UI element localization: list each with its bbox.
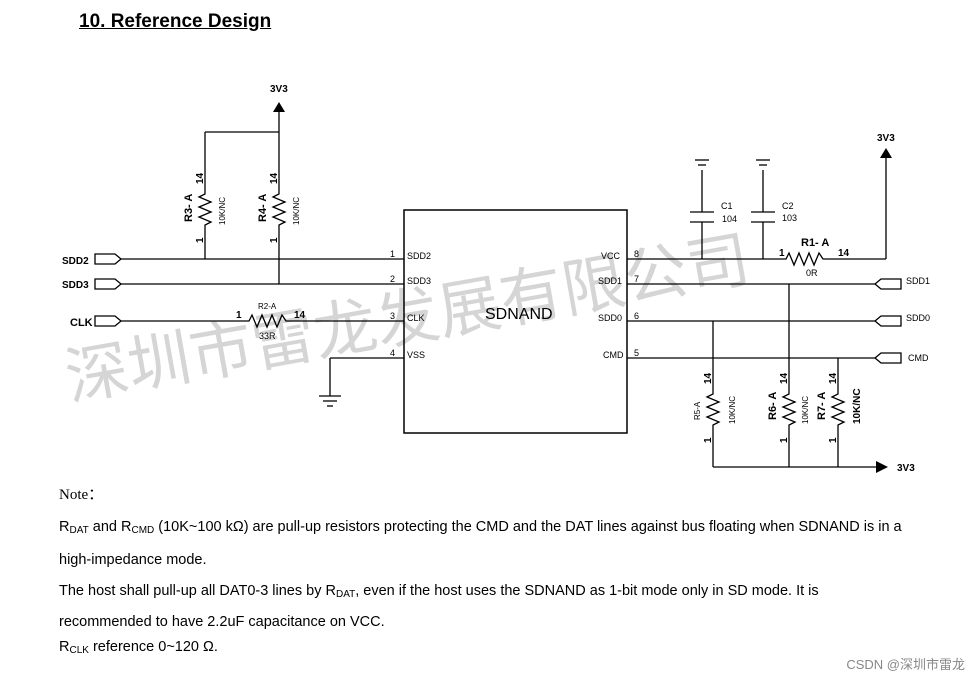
- power-label: 3V3: [270, 84, 288, 95]
- port-clk-label: CLK: [70, 317, 93, 329]
- r4-value: 10K/NC: [292, 197, 301, 225]
- port-sdd0-label: SDD0: [906, 313, 930, 323]
- r4-ref: R4- A: [257, 194, 269, 222]
- pin-name-sdd3: SDD3: [407, 276, 431, 286]
- pin-name-sdd2: SDD2: [407, 251, 431, 261]
- r2-ref: R2-A: [258, 302, 277, 311]
- note-text: R: [59, 519, 70, 535]
- r3-ref: R3- A: [183, 194, 195, 222]
- r4-pin-bottom: 1: [269, 237, 280, 243]
- r1-ref: R1- A: [801, 237, 829, 249]
- pin-num-8: 8: [634, 249, 639, 259]
- c2-ref: C2: [782, 201, 794, 211]
- note-subscript: DAT: [69, 525, 89, 536]
- r6-value: 10K/NC: [801, 396, 810, 424]
- note-text: (10K~100 kΩ) are pull-up resistors prote…: [154, 519, 902, 535]
- note-subscript: CLK: [69, 645, 89, 656]
- pin-num-6: 6: [634, 311, 639, 321]
- r7-ref: R7- A: [816, 392, 828, 420]
- port-cmd: CMD: [627, 352, 929, 364]
- power-label: 3V3: [877, 133, 895, 144]
- resistor-r4: R4- A 10K/NC 14 1: [257, 172, 301, 284]
- port-sdd3: SDD3: [62, 278, 404, 291]
- r1-pin-right: 14: [838, 248, 850, 259]
- pin-num-5: 5: [634, 348, 639, 358]
- r1-pin-left: 1: [779, 248, 785, 259]
- chip-name: SDNAND: [485, 306, 553, 323]
- capacitor-c2: C2 103: [751, 159, 797, 259]
- r6-pin-bottom: 1: [779, 437, 790, 443]
- r2-pin-left: 1: [236, 310, 242, 321]
- c1-value: 104: [722, 214, 737, 224]
- r1-value: 0R: [806, 268, 818, 278]
- pin-num-1: 1: [390, 249, 395, 259]
- r3-value: 10K/NC: [218, 197, 227, 225]
- ground-symbol: [319, 357, 404, 407]
- note-label: Note：: [59, 487, 104, 503]
- c2-value: 103: [782, 213, 797, 223]
- power-label: 3V3: [897, 463, 915, 474]
- r5-pin-bottom: 1: [703, 437, 714, 443]
- port-sdd2: SDD2: [62, 253, 404, 267]
- note-text: reference 0~120 Ω.: [88, 639, 218, 655]
- note-line-1: RDAT and RCMD (10K~100 kΩ) are pull-up r…: [59, 520, 902, 536]
- r4-pin-top: 14: [269, 172, 280, 184]
- note-line-3: The host shall pull-up all DAT0-3 lines …: [59, 584, 819, 600]
- c1-ref: C1: [721, 201, 733, 211]
- port-clk: CLK: [70, 315, 404, 329]
- r3-pin-top: 14: [195, 172, 206, 184]
- port-cmd-label: CMD: [908, 353, 929, 363]
- resistor-r3: R3- A 10K/NC 14 1: [183, 172, 227, 259]
- port-sdd1: SDD1: [627, 276, 930, 290]
- note-line-2: high-impedance mode.: [59, 552, 207, 568]
- power-3v3-bottom: 3V3: [713, 461, 915, 474]
- pin-name-vcc: VCC: [601, 251, 621, 261]
- pin-name-clk: CLK: [407, 313, 425, 323]
- pin-num-2: 2: [390, 274, 395, 284]
- capacitor-c1: C1 104: [690, 159, 737, 259]
- note-text: and R: [88, 519, 132, 535]
- note-line-4: recommended to have 2.2uF capacitance on…: [59, 614, 385, 630]
- note-text: , even if the host uses the SDNAND as 1-…: [355, 583, 819, 599]
- port-sdd2-label: SDD2: [62, 256, 89, 267]
- note-text: The host shall pull-up all DAT0-3 lines …: [59, 583, 336, 599]
- vcc-net: 3V3: [627, 133, 895, 260]
- pin-num-3: 3: [390, 311, 395, 321]
- power-3v3-top-left: 3V3: [204, 84, 288, 190]
- resistor-r6: R6- A 10K/NC 14 1: [767, 284, 810, 467]
- port-sdd1-label: SDD1: [906, 276, 930, 286]
- r6-ref: R6- A: [767, 392, 779, 420]
- r5-value: 10K/NC: [728, 396, 737, 424]
- r6-pin-top: 14: [779, 372, 790, 384]
- note-text: R: [59, 639, 70, 655]
- source-credit: CSDN @深圳市雷龙: [846, 657, 965, 672]
- r5-ref: R5-A: [693, 401, 702, 420]
- pin-name-sdd0: SDD0: [598, 313, 622, 323]
- r2-pin-right: 14: [294, 310, 306, 321]
- port-sdd0: SDD0: [627, 313, 930, 327]
- section-heading: 10. Reference Design: [79, 11, 272, 32]
- pin-num-4: 4: [390, 348, 395, 358]
- note-subscript: CMD: [131, 525, 155, 536]
- pin-name-vss: VSS: [407, 350, 425, 360]
- note-subscript: DAT: [335, 589, 356, 600]
- note-line-5: RCLK reference 0~120 Ω.: [59, 640, 218, 656]
- resistor-r5: R5-A 10K/NC 14 1: [693, 321, 737, 467]
- pin-name-cmd: CMD: [603, 350, 624, 360]
- r7-pin-top: 14: [828, 372, 839, 384]
- r5-pin-top: 14: [703, 372, 714, 384]
- resistor-r7: R7- A 10K/NC 14 1: [816, 358, 863, 467]
- resistor-r2: R2-A 33R 1 14: [236, 302, 306, 341]
- pin-num-7: 7: [634, 274, 639, 284]
- r3-pin-bottom: 1: [195, 237, 206, 243]
- r7-value: 10K/NC: [852, 388, 863, 424]
- r7-pin-bottom: 1: [828, 437, 839, 443]
- resistor-r1: R1- A 0R 1 14: [779, 237, 850, 278]
- r2-value: 33R: [259, 331, 276, 341]
- pin-name-sdd1: SDD1: [598, 276, 622, 286]
- port-sdd3-label: SDD3: [62, 280, 89, 291]
